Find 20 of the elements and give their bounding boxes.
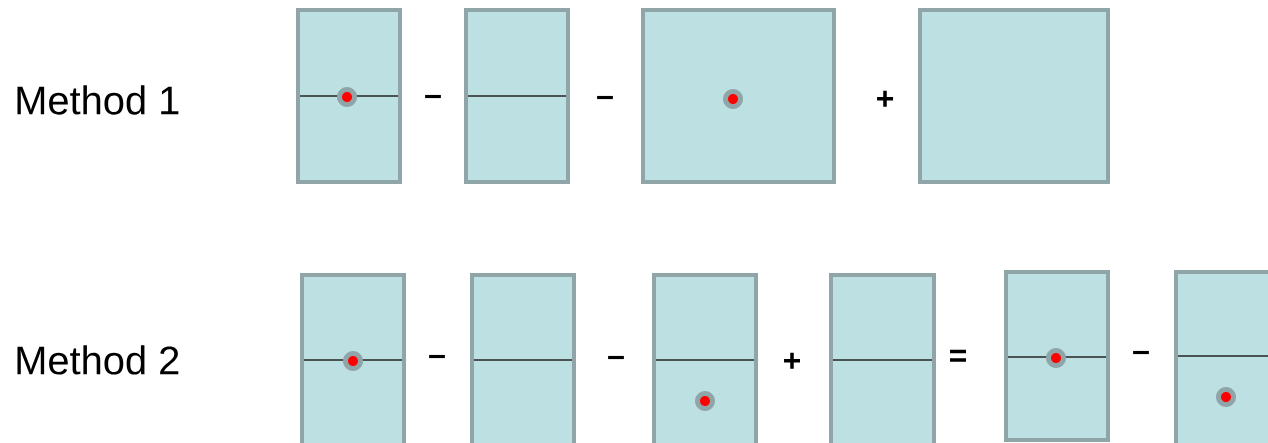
operator-sign: – — [429, 354, 445, 359]
panel-box — [1174, 270, 1268, 443]
panel-box — [1004, 270, 1110, 442]
operator-sign: – — [608, 355, 624, 360]
panel-box — [464, 8, 570, 184]
panel-box — [296, 8, 402, 184]
operator-sign: = — [950, 349, 966, 362]
operator-sign: – — [597, 95, 613, 100]
panel-box — [641, 8, 836, 184]
panel-box — [918, 8, 1110, 184]
operator-sign: + — [877, 90, 893, 107]
panel-box — [300, 273, 406, 443]
panel-box — [652, 273, 758, 443]
panel-box — [829, 273, 936, 443]
method-label: Method 1 — [17, 85, 179, 115]
operator-sign: – — [1133, 350, 1149, 355]
operator-sign: + — [784, 352, 800, 369]
operator-sign: – — [425, 94, 441, 99]
panel-box — [470, 273, 576, 443]
method-label: Method 2 — [17, 345, 179, 375]
